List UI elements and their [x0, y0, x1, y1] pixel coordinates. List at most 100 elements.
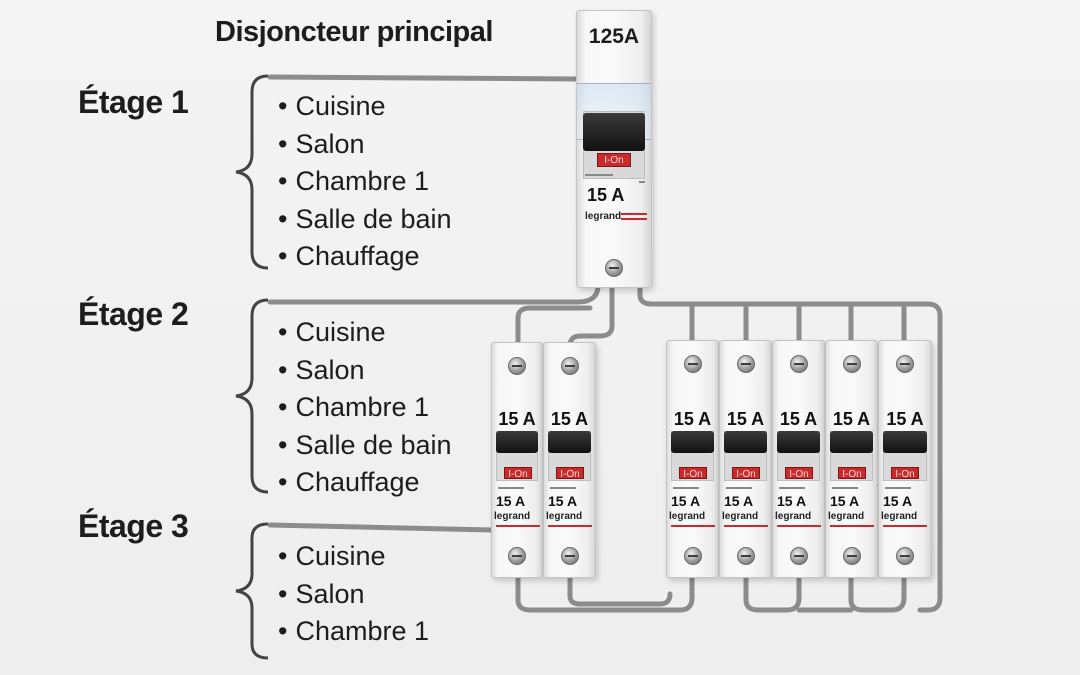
room-item: Cuisine: [278, 314, 452, 352]
floor-1-label: Étage 1: [78, 84, 189, 120]
wire-left-group-loop: [515, 305, 593, 349]
breaker-red-stripe: [496, 525, 540, 527]
breaker-rating: 15 A: [886, 409, 924, 429]
main-breaker-sub-rating: 15 A: [587, 185, 625, 205]
branch-breaker-4[interactable]: 15 A I-On 15 A legrand: [719, 340, 772, 578]
screw-icon: [605, 259, 623, 277]
room-item: Chauffage: [278, 238, 452, 276]
breaker-on-indicator: I-On: [504, 467, 532, 480]
branch-breaker-3[interactable]: 15 A I-On 15 A legrand: [666, 340, 719, 578]
breaker-rating: 15 A: [498, 409, 536, 429]
breaker-red-stripe: [671, 525, 715, 527]
room-item: Salle de bain: [278, 427, 451, 465]
breaker-sub-rating: 15 A: [496, 493, 526, 509]
branch-breaker-5[interactable]: 15 A I-On 15 A legrand: [772, 340, 825, 578]
floor-2-label: Étage 2: [78, 296, 189, 332]
floor-2-brace: [235, 298, 269, 494]
floor-1-room-list: Cuisine Salon Chambre 1 Salle de bain Ch…: [278, 88, 452, 276]
breaker-lever[interactable]: [830, 431, 873, 453]
wire-floor-3: [267, 522, 495, 533]
breaker-sub-rating: 15 A: [777, 493, 807, 509]
floor-1-brace: [235, 74, 269, 270]
breaker-on-indicator: I-On: [556, 467, 584, 480]
main-breaker-red-stripe: [621, 213, 647, 215]
breaker-fineprint: [726, 487, 752, 489]
wire-bottom-4: [848, 575, 907, 613]
main-breaker-on-indicator: I-On: [597, 153, 631, 167]
screw-icon: [561, 357, 579, 375]
main-breaker-rating: 125A: [588, 25, 640, 48]
breaker-on-indicator: I-On: [679, 467, 707, 480]
screw-icon: [843, 355, 861, 373]
breaker-on-indicator: I-On: [838, 467, 866, 480]
breaker-lever[interactable]: [777, 431, 820, 453]
branch-breaker-6[interactable]: 15 A I-On 15 A legrand: [825, 340, 878, 578]
breaker-fineprint: [673, 487, 699, 489]
screw-icon: [790, 547, 808, 565]
room-item: Chambre 1: [278, 613, 429, 651]
breaker-sub-rating: 15 A: [548, 493, 578, 509]
wire-floor-2: [267, 282, 601, 305]
breaker-red-stripe: [830, 525, 874, 527]
breaker-fineprint: [832, 487, 858, 489]
breaker-sub-rating: 15 A: [883, 493, 913, 509]
breaker-lever[interactable]: [724, 431, 767, 453]
breaker-lever[interactable]: [496, 431, 538, 453]
wire-bottom-2: [567, 575, 673, 607]
screw-icon: [896, 355, 914, 373]
breaker-fineprint: [779, 487, 805, 489]
breaker-lever[interactable]: [548, 431, 591, 453]
breaker-on-indicator: I-On: [891, 467, 919, 480]
room-item: Salon: [278, 352, 452, 390]
breaker-sub-rating: 15 A: [671, 493, 701, 509]
breaker-rating: 15 A: [726, 409, 765, 429]
breaker-red-stripe: [883, 525, 927, 527]
floor-3-label: Étage 3: [78, 508, 189, 544]
breaker-brand: legrand: [775, 511, 812, 522]
breaker-lever[interactable]: [671, 431, 714, 453]
floor-2-room-list: Cuisine Salon Chambre 1 Salle de bain Ch…: [278, 314, 452, 502]
main-breaker-red-stripe: [621, 218, 647, 220]
breaker-rating: 15 A: [550, 409, 589, 429]
breaker-brand: legrand: [669, 511, 706, 522]
screw-icon: [508, 357, 526, 375]
screw-icon: [508, 547, 526, 565]
floor-3-room-list: Cuisine Salon Chambre 1: [278, 538, 429, 651]
screw-icon: [896, 547, 914, 565]
branch-breaker-1[interactable]: 15 A I-On 15 A legrand: [491, 342, 543, 578]
breaker-on-indicator: I-On: [785, 467, 813, 480]
wire-floor-1: [267, 74, 581, 82]
main-breaker[interactable]: 125A I-On 15 A legrand: [576, 10, 652, 288]
room-item: Chambre 1: [278, 389, 452, 427]
breaker-rating: 15 A: [779, 409, 818, 429]
screw-icon: [843, 547, 861, 565]
branch-breaker-7[interactable]: 15 A I-On 15 A legrand: [878, 340, 932, 578]
room-item: Cuisine: [278, 88, 452, 126]
breaker-fineprint: [885, 487, 911, 489]
breaker-on-indicator: I-On: [732, 467, 760, 480]
breaker-sub-rating: 15 A: [830, 493, 860, 509]
wire-bottom-3: [743, 575, 802, 613]
room-item: Chambre 1: [278, 163, 452, 201]
screw-icon: [561, 547, 579, 565]
breaker-lever[interactable]: [883, 431, 927, 453]
screw-icon: [737, 547, 755, 565]
wire-bottom-1: [515, 575, 695, 613]
breaker-brand: legrand: [722, 511, 759, 522]
breaker-brand: legrand: [881, 511, 918, 522]
branch-breaker-2[interactable]: 15 A I-On 15 A legrand: [543, 342, 596, 578]
breaker-red-stripe: [724, 525, 768, 527]
breaker-brand: legrand: [494, 511, 531, 522]
screw-icon: [684, 547, 702, 565]
main-breaker-fineprint: [585, 174, 613, 176]
main-breaker-fineprint: [639, 181, 645, 183]
breaker-fineprint: [550, 487, 576, 489]
main-breaker-title: Disjoncteur principal: [215, 16, 493, 48]
wire-main-to-left-group: [567, 282, 615, 349]
wire-main-to-right-bus: [637, 282, 943, 613]
breaker-brand: legrand: [828, 511, 865, 522]
main-breaker-lever[interactable]: [583, 113, 645, 151]
room-item: Salon: [278, 576, 429, 614]
screw-icon: [737, 355, 755, 373]
